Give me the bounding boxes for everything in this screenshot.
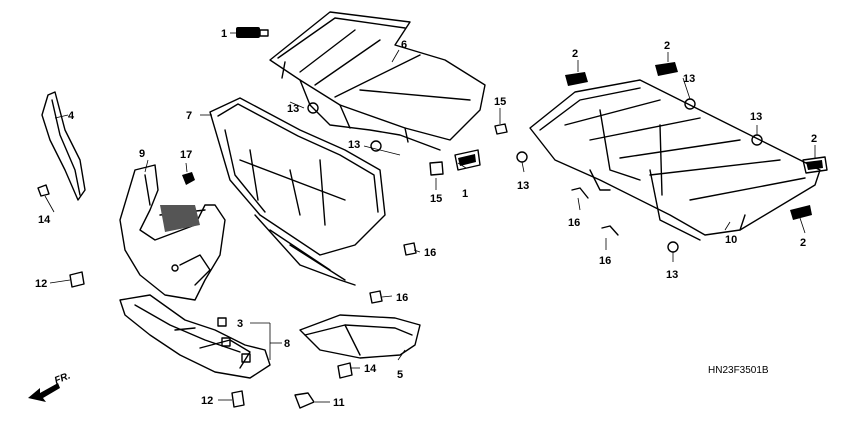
callout-15-b: 15	[430, 193, 442, 205]
callout-11: 11	[333, 397, 345, 409]
callout-13-e: 13	[750, 111, 762, 123]
callout-2-a: 2	[572, 48, 578, 60]
callout-10: 10	[725, 234, 737, 246]
left-side-cover	[41, 91, 86, 201]
hardware-fasteners	[37, 98, 763, 409]
callout-13-b: 13	[348, 139, 360, 151]
rear-carrier-rack	[529, 79, 821, 241]
callout-9: 9	[139, 148, 145, 160]
diagram-code: HN23F3501B	[708, 365, 769, 376]
leader-lines	[44, 32, 816, 403]
callout-16-c: 16	[424, 247, 436, 259]
callout-14-a: 14	[38, 214, 51, 226]
callout-13-d: 13	[683, 73, 695, 85]
callout-8: 8	[284, 338, 290, 350]
direction-label: FR.	[53, 371, 72, 387]
callout-16-a: 16	[568, 217, 580, 229]
callout-4: 4	[68, 110, 75, 122]
skid-plate	[119, 294, 271, 379]
callout-13-a: 13	[287, 103, 299, 115]
front-fender-right	[299, 314, 421, 359]
callout-13-c: 13	[517, 180, 529, 192]
callout-14-b: 14	[364, 363, 377, 375]
callout-2-d: 2	[800, 237, 806, 249]
callout-2-b: 2	[664, 40, 670, 52]
callout-2-c: 2	[811, 133, 817, 145]
front-carrier-rack	[269, 11, 486, 151]
front-direction-arrow: FR.	[28, 371, 72, 402]
callout-15-a: 15	[494, 96, 506, 108]
callout-12-a: 12	[35, 278, 47, 290]
rubber-pad-right	[454, 149, 481, 171]
front-bumper-guard	[209, 97, 386, 286]
callout-1-top: 1	[221, 28, 227, 40]
callout-5: 5	[397, 369, 403, 381]
callout-16-b: 16	[599, 255, 611, 267]
callout-16-d: 16	[396, 292, 408, 304]
callout-12-b: 12	[201, 395, 213, 407]
callout-6: 6	[401, 39, 407, 51]
rear-rack-pads	[565, 62, 828, 220]
center-guard-bracket	[119, 164, 226, 301]
callout-1-right: 1	[462, 188, 468, 200]
callout-7: 7	[186, 110, 192, 122]
callout-17: 17	[180, 149, 192, 161]
clip-17	[182, 172, 195, 185]
rubber-pad-top	[236, 27, 269, 38]
callout-13-f: 13	[666, 269, 678, 281]
callout-3: 3	[237, 318, 243, 330]
